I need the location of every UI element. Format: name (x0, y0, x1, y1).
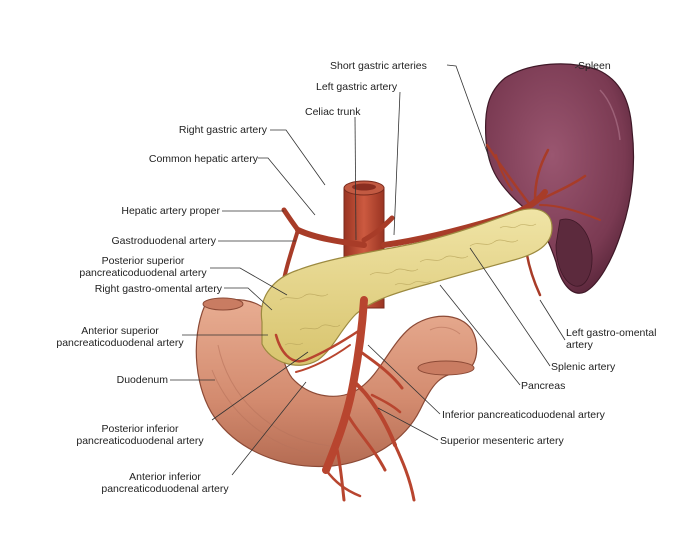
leader-lines (170, 64, 581, 476)
label-posterior-inferior-line1: Posterior inferior (101, 423, 179, 435)
pancreas-shape (260, 208, 553, 366)
label-anterior-superior-line1: Anterior superior (81, 325, 159, 337)
label-pancreas: Pancreas (521, 380, 565, 392)
label-spleen: Spleen (578, 60, 611, 72)
label-celiac-trunk: Celiac trunk (305, 106, 361, 118)
label-common-hepatic-artery: Common hepatic artery (149, 153, 259, 165)
label-short-gastric-arteries: Short gastric arteries (330, 60, 427, 72)
label-posterior-superior-line2: pancreaticoduodenal artery (79, 267, 207, 279)
label-splenic-artery: Splenic artery (551, 361, 616, 373)
spleen-shape (484, 63, 635, 294)
label-gastroduodenal-artery: Gastroduodenal artery (112, 235, 217, 247)
label-hepatic-artery-proper: Hepatic artery proper (121, 205, 220, 217)
label-anterior-superior-line2: pancreaticoduodenal artery (56, 337, 184, 349)
label-superior-mesenteric-artery: Superior mesenteric artery (440, 435, 564, 447)
label-right-gastro-omental-artery: Right gastro-omental artery (95, 283, 223, 295)
label-left-gastric-artery: Left gastric artery (316, 81, 398, 93)
label-inferior-pancreaticoduodenal-artery: Inferior pancreaticoduodenal artery (442, 409, 606, 421)
label-left-gastro-omental-line2: artery (566, 339, 594, 351)
label-anterior-inferior-line1: Anterior inferior (129, 471, 201, 483)
label-anterior-inferior-line2: pancreaticoduodenal artery (101, 483, 229, 495)
labels: Short gastric arteries Spleen Left gastr… (56, 60, 656, 495)
label-posterior-superior-line1: Posterior superior (102, 255, 185, 267)
lower-arteries (274, 296, 416, 502)
label-duodenum: Duodenum (117, 374, 169, 386)
label-left-gastro-omental-line1: Left gastro-omental (566, 327, 656, 339)
label-posterior-inferior-line2: pancreaticoduodenal artery (76, 435, 204, 447)
label-right-gastric-artery: Right gastric artery (179, 124, 268, 136)
